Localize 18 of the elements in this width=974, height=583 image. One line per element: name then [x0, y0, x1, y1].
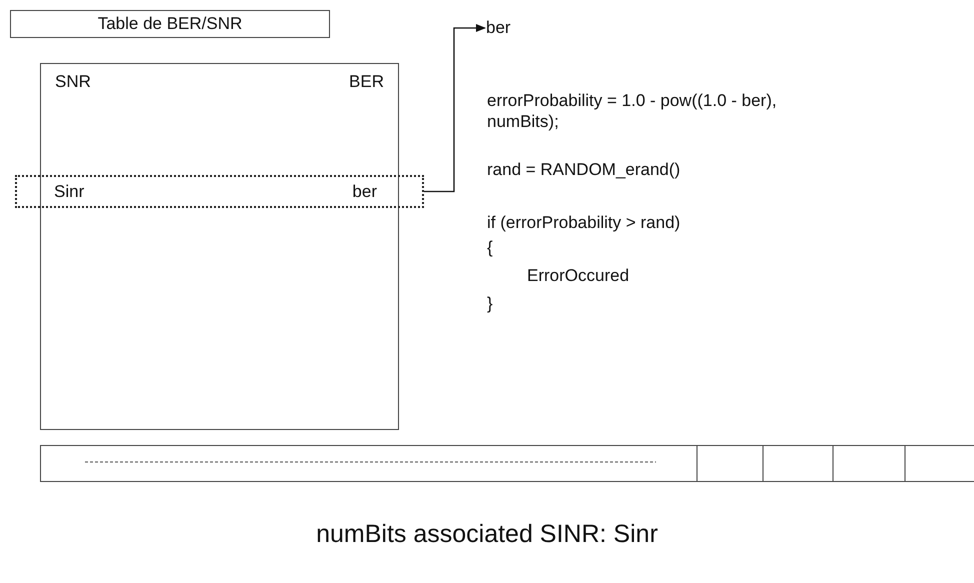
column-header: BER — [349, 72, 384, 92]
code-line: ErrorOccured — [527, 266, 630, 286]
row-value: Sinr — [54, 182, 84, 202]
code-line: if (errorProbability > rand) — [487, 213, 680, 233]
table-row-highlight — [15, 175, 424, 208]
caption: numBits associated SINR: Sinr — [315, 520, 659, 549]
code-line: errorProbability = 1.0 - pow((1.0 - ber), numBits); — [487, 90, 778, 132]
table-title: Table de BER/SNR — [96, 14, 244, 34]
bit-buffer-bar — [40, 445, 974, 482]
table-box — [40, 63, 399, 430]
output-label: ber — [486, 18, 511, 38]
code-brace: { — [487, 238, 493, 258]
code-brace: } — [487, 294, 493, 314]
row-value: ber — [352, 182, 377, 202]
code-line: rand = RANDOM_erand() — [487, 160, 680, 180]
column-header: SNR — [55, 72, 91, 92]
arrow — [424, 24, 486, 192]
title-box — [10, 10, 330, 38]
